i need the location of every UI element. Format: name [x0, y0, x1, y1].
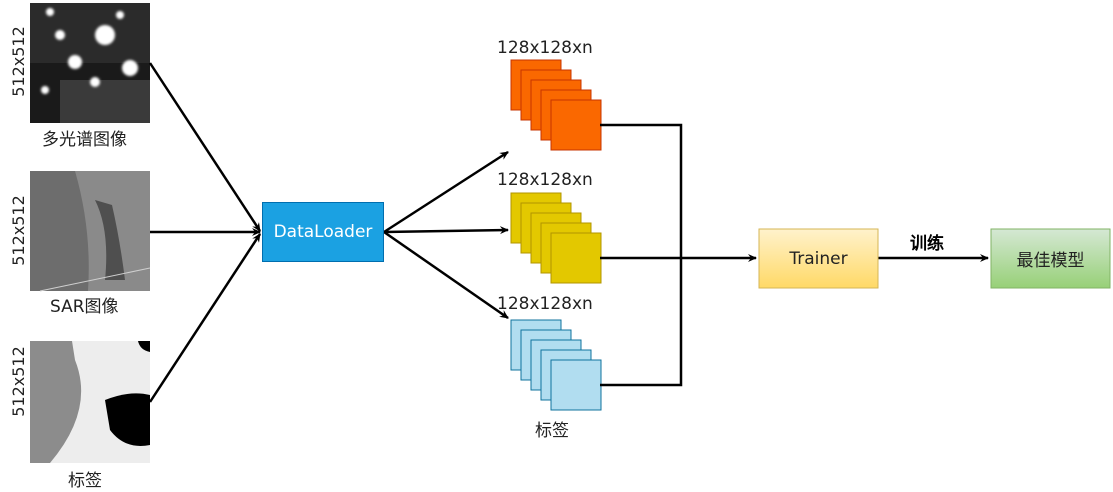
stack-tile — [550, 232, 602, 284]
multispectral-image — [30, 3, 150, 123]
stack-tile — [550, 99, 602, 151]
stack-size-label-3: 128x128xn — [497, 294, 593, 314]
stack-caption-3: 标签 — [535, 421, 569, 441]
input-size-label-1: 512x512 — [8, 26, 28, 97]
input-size-label-3: 512x512 — [8, 346, 28, 417]
train-edge-label: 训练 — [910, 234, 944, 254]
stack-tile — [550, 359, 602, 411]
arrow-ms-to-loader — [148, 62, 262, 232]
best-model-node: 最佳模型 — [1016, 251, 1085, 271]
arrow-loader-to-stack-3 — [383, 230, 509, 320]
connector-stack-1 — [600, 123, 683, 258]
input-caption-3: 标签 — [68, 471, 102, 491]
arrow-label-to-loader — [148, 233, 262, 403]
tile-stack-sar — [510, 192, 602, 284]
label-image — [30, 341, 150, 463]
tile-stack-multispectral — [510, 59, 602, 151]
input-caption-2: SAR图像 — [50, 297, 119, 317]
stack-size-label-1: 128x128xn — [497, 38, 593, 58]
input-caption-1: 多光谱图像 — [42, 130, 127, 150]
input-size-label-2: 512x512 — [8, 195, 28, 266]
best-model-box-bg — [990, 228, 1111, 289]
connector-stack-3 — [600, 258, 683, 387]
dataloader-node: DataLoader — [262, 202, 384, 262]
arrow-loader-to-stack-2 — [383, 226, 509, 235]
arrow-loader-to-stack-1 — [383, 150, 509, 234]
trainer-box-bg — [758, 228, 879, 289]
sar-image — [30, 171, 151, 292]
trainer-node: Trainer — [789, 248, 848, 269]
tile-stack-label — [510, 319, 602, 411]
stack-size-label-2: 128x128xn — [497, 170, 593, 190]
